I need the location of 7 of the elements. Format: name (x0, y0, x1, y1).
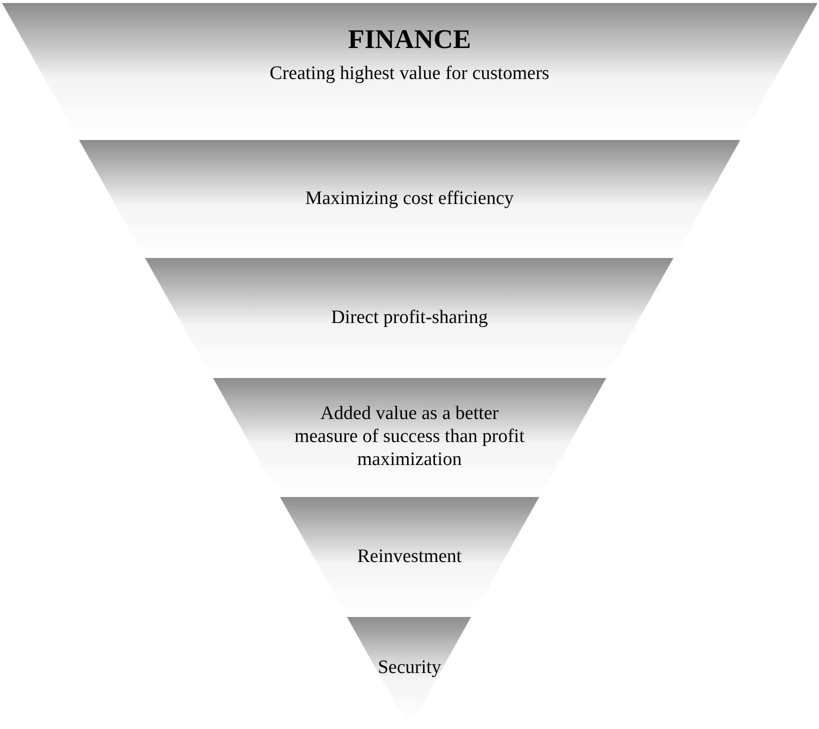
band-text: Maximizing cost efficiency (305, 188, 514, 210)
band-text: Security (378, 657, 442, 680)
band-text: Added value as a better measure of success than profit maximization (293, 403, 526, 472)
band-text: Reinvestment (357, 546, 462, 568)
band-heading: FINANCE (348, 23, 471, 56)
band-text: Direct profit-sharing (331, 306, 488, 330)
band-text: Creating highest value for customers (270, 63, 550, 86)
